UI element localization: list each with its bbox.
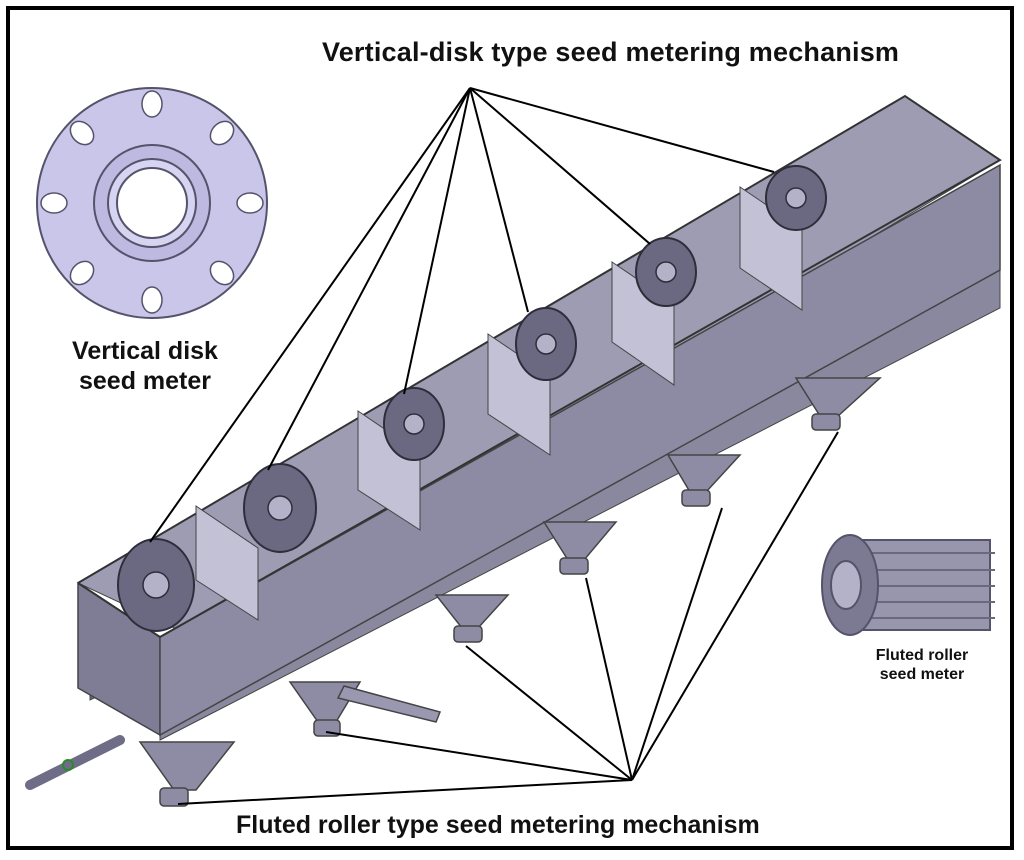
leader-lines	[149, 87, 839, 805]
roller-label-line1: Fluted roller	[875, 647, 969, 664]
fluted-roller-seed-meter-label: Fluted roller seed meter	[852, 646, 992, 684]
disk-label-line1: Vertical disk	[72, 337, 218, 365]
vertical-disk-mechanism-title: Vertical-disk type seed metering mechani…	[322, 37, 900, 67]
vertical-disk-seed-meter-image	[36, 87, 268, 319]
drive-shaft	[25, 735, 125, 790]
fluted-roller-mechanism-title: Fluted roller type seed metering mechani…	[236, 811, 760, 839]
disk-label-line2: seed meter	[78, 367, 212, 395]
vertical-disk-seed-meter-label: Vertical disk seed meter	[60, 336, 230, 396]
fluted-roller-outlets	[138, 377, 882, 807]
seed-hopper-box	[76, 94, 1002, 741]
roller-label-line2: seed meter	[879, 666, 965, 684]
adjustment-lever	[336, 685, 442, 723]
fluted-roller-seed-meter-image	[821, 534, 995, 636]
